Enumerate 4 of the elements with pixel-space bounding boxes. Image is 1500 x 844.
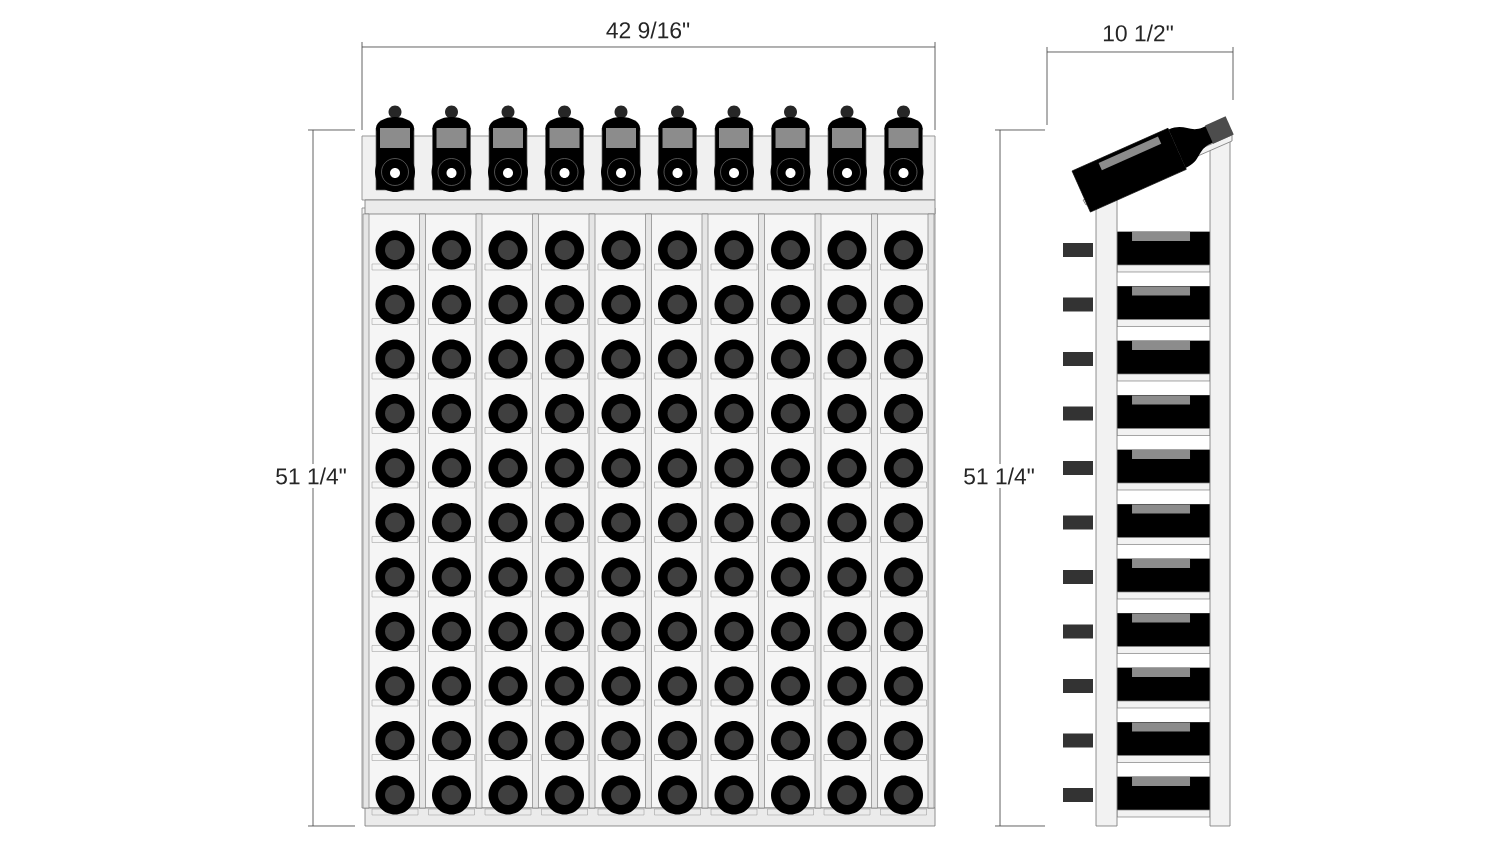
dimension-label: 51 1/4" <box>271 464 351 488</box>
dimension-label: 10 1/2" <box>1098 21 1178 45</box>
dimension-label: 42 9/16" <box>602 18 694 42</box>
dimension-label: 51 1/4" <box>959 464 1039 488</box>
